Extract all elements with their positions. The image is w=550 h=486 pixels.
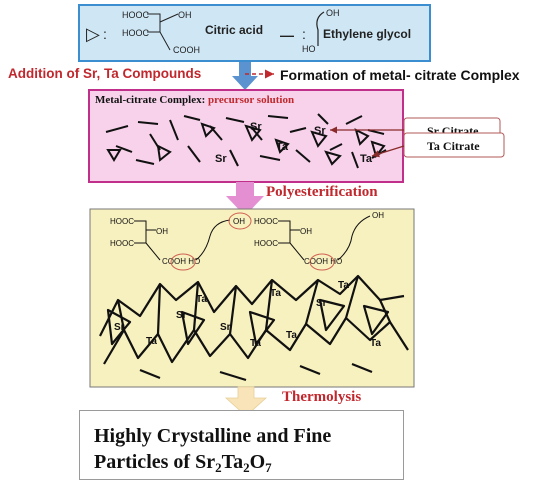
svg-text:Ta: Ta — [270, 288, 281, 299]
svg-text:HOOC: HOOC — [122, 10, 150, 20]
dash-symbol: — — [280, 27, 294, 43]
legend-colon-1: : — [103, 26, 107, 42]
addition-label: Addition of Sr, Ta Compounds — [8, 66, 201, 81]
final-line-1: Highly Crystalline and Fine — [94, 425, 332, 447]
polymer-network — [99, 274, 409, 382]
svg-text:COOH HO: COOH HO — [304, 257, 342, 266]
svg-text:Sr: Sr — [220, 322, 231, 333]
svg-text:Sr: Sr — [176, 310, 187, 321]
complex-title: Metal-citrate Complex: precursor solutio… — [95, 94, 294, 106]
svg-text:Ta: Ta — [250, 338, 261, 349]
triangle-symbol: ▷ — [86, 24, 100, 44]
svg-text:COOH HO: COOH HO — [162, 257, 200, 266]
complex-box: Metal-citrate Complex: precursor solutio… — [88, 89, 404, 183]
thermolysis-label: Thermolysis — [282, 389, 361, 405]
svg-text:COOH: COOH — [173, 45, 200, 55]
polyester-box: HOOC OH HOOC COOH HO OH HOOC OH HOOC COO… — [89, 208, 415, 388]
svg-text:Sr: Sr — [316, 298, 327, 309]
ester-highlight-circles — [170, 212, 335, 271]
svg-text:Ta: Ta — [286, 330, 297, 341]
complex-atom-sr-2: Sr — [314, 125, 326, 137]
complex-atom-sr-3: Sr — [250, 121, 262, 133]
polyester-structure-labels: HOOC OH HOOC COOH HO OH HOOC OH HOOC COO… — [110, 211, 384, 266]
final-line-2: Particles of Sr2Ta2O7 — [94, 451, 272, 475]
ethylene-glycol-label: Ethylene glycol — [323, 27, 411, 41]
svg-text:Sr: Sr — [114, 322, 125, 333]
citric-acid-label: Citric acid — [205, 23, 263, 37]
svg-text:HOOC: HOOC — [122, 28, 150, 38]
svg-text:HO: HO — [302, 44, 316, 54]
svg-text:Ta: Ta — [196, 294, 207, 305]
complex-molecules — [105, 113, 387, 169]
polyesterification-label: Polyesterification — [266, 184, 378, 200]
citric-acid-structure: HOOC OH HOOC COOH — [122, 10, 200, 55]
complex-atom-sr-1: Sr — [215, 153, 227, 165]
svg-text:OH: OH — [300, 227, 312, 236]
svg-text:HOOC: HOOC — [254, 217, 278, 226]
svg-text:Ta: Ta — [146, 336, 157, 347]
svg-text:HOOC: HOOC — [110, 239, 134, 248]
svg-text:OH: OH — [326, 8, 340, 18]
complex-atom-ta-2: Ta — [360, 153, 373, 165]
callout-ta-citrate: Ta Citrate — [371, 132, 505, 158]
svg-text:Ta: Ta — [370, 338, 381, 349]
polymer-atoms: Sr Ta Ta Sr Ta Sr Ta Ta Ta Sr Ta — [114, 280, 381, 349]
legend-colon-2: : — [302, 26, 306, 42]
thermolysis-arrow — [224, 386, 268, 417]
svg-text:OH: OH — [372, 211, 384, 220]
complex-atom-ta-1: Ta — [276, 141, 289, 153]
polyester-bonds — [134, 215, 371, 261]
legend-box: ▷ : HOOC OH HOOC COOH Citric acid — : OH… — [78, 4, 431, 62]
final-product-box: Highly Crystalline and Fine Particles of… — [79, 410, 404, 480]
svg-text:HOOC: HOOC — [254, 239, 278, 248]
svg-text:OH: OH — [156, 227, 168, 236]
svg-text:HOOC: HOOC — [110, 217, 134, 226]
svg-text:OH: OH — [233, 217, 245, 226]
svg-text:Ta: Ta — [338, 280, 349, 291]
complex-formation-label: Formation of metal- citrate Complex — [280, 67, 520, 83]
addition-arrow-blue — [232, 62, 258, 90]
svg-text:OH: OH — [178, 10, 192, 20]
ethylene-glycol-structure: OH HO — [302, 8, 340, 54]
svg-text:Ta Citrate: Ta Citrate — [427, 139, 480, 153]
poly-arrow — [226, 182, 264, 216]
